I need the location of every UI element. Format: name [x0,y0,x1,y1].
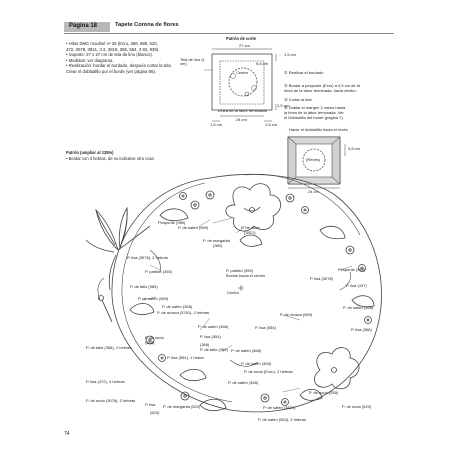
step-4: ④ Doblar el margen 2 veces hasta [284,105,346,110]
pattern-label: P. de nudo [241,225,260,230]
pattern-subtitle: • Bordar con 3 hebras, de no indicarse o… [66,156,154,161]
hem-dim-right: 9,8 cm [348,146,361,151]
step-2b: línea de la labor terminada, hacia dentr… [284,88,357,93]
fabric-outline [211,53,273,111]
pattern-label: P. partido (355) [226,268,254,273]
pattern-label: (368) [200,342,210,347]
page-number: 74 [64,431,70,437]
materials-item: • Realización: bordar el bordado, despué… [66,63,172,69]
pattern-label: P. lisa (554) [255,325,276,330]
pattern-label: P. de satén (3821) [263,405,296,410]
pattern-label: P. lisa (554) [200,334,221,339]
step-3: ③ Cortar la tela. [284,97,313,102]
label-fabric: Tela de lino (1 ver) [180,57,205,67]
page-label-tab: Página 18 [64,22,110,32]
pattern-label: P. de satén (355) [241,361,272,366]
header-rule [64,33,394,34]
label-finish-line: Línea de la labor terminada [218,108,267,113]
pattern-label: P. de satén (989) [138,296,169,301]
pattern-label: (368) [145,340,155,345]
materials-item: Crear el dobladillo por el borde (ver pá… [66,68,157,74]
hem-dim-bottom: 24 cm [308,189,319,194]
pattern-title: Patrón (ampliar al 125%) [66,150,114,155]
pattern-label: P. de mosca (3761), 2 hebras [157,310,210,315]
pansy-top [225,183,281,232]
dim-bottom-right: 1,5 cm [265,122,278,127]
pattern-label: P. de mosca (989) [280,312,313,317]
pattern-label: Pespunte (989) [158,220,186,225]
dim-top: 27 cm [239,43,250,48]
page-label: Página 18 [69,23,98,29]
wreath-stem [111,174,382,413]
pattern-label: P. de nudo [145,335,164,340]
pattern-label: P. de satén (368) [343,305,374,310]
pattern-label: P. lisa (472), 4 hebras [86,379,125,384]
pattern-label: P. lisa (157) [346,283,367,288]
pattern-label: P. de satén (368) [162,304,193,309]
pattern-label: P. lisa (3078), 2 hebras [127,255,168,260]
pattern-label: P. lisa (554), 1 hebra [167,355,204,360]
pattern-label: P. de satén (368) [198,324,229,329]
hem-center-label: (Revés) [306,157,321,162]
pattern-label: P. lisa (368) [351,327,372,332]
pattern-label: P. de nudo (355) [309,390,339,395]
pattern-label: Pespunte (989) [338,267,366,272]
pattern-label: P. partido (355) [145,269,173,274]
materials-item: • Soporte: 27 x 27 cm de tela de lino (b… [66,52,154,58]
pattern-label: P. lisa (3078) [310,276,334,281]
pattern-label: Bordar hacia el centro [226,273,266,278]
step-2: ② Bordar a pespunte (Ecru) a 0,5 cm de l… [284,83,360,88]
step-4c: el Dobladillo del borde (página 7). [284,115,344,120]
pattern-label: P. lisa [145,402,156,407]
pattern-label: (989) [213,243,223,248]
label-center: Centro [236,70,249,75]
dim-inner: 9,8 cm [256,61,269,66]
dim-side-bottom: 1,5 cm [277,103,290,108]
pattern-label: P. de satén (554), 2 hebras [258,417,306,422]
step-1: ① Realizar el bordado [284,70,324,75]
materials-list: • Hilos DMC mouliné nº 25 (Ecru, 368, 98… [66,41,172,76]
hem-diagram-title: Hacer el dobladillo hacia el revés [289,127,348,132]
pansy-right [314,347,360,390]
lily-left [85,206,151,291]
materials-item: • Hilos DMC mouliné nº 25 (Ecru, 368, 98… [66,41,158,46]
pattern-label: P. de tallo (368), 2 hebras [86,345,132,350]
pattern-label: P. de tallo (989) [200,347,228,352]
pattern-label: (3821) [244,230,256,235]
page-title: Tapete Corona de flores [115,22,179,28]
finish-line [219,60,265,105]
small-flowers [145,190,372,406]
pattern-label: Centro [227,290,240,295]
materials-item: 472, 3078, 3821, 3 2, 3819, 355, 554, 3 … [66,46,160,52]
dim-bottom: 24 cm [236,117,247,122]
dim-bottom-left: 1,5 cm [210,122,223,127]
pattern-label: P. de satén (368) [228,380,259,385]
pattern-label: P. de nudo (520) [342,404,372,409]
pattern-label: P. de nudo (3078), 2 hebras [86,398,136,403]
cut-diagram-title: Patrón de corte [226,36,257,41]
pattern-label: P. de nudo (Ecru), 2 hebras [244,369,293,374]
pattern-label: (520) [150,410,160,415]
pattern-label: P. de margarita [203,238,230,243]
leaves [129,208,375,412]
pattern-label: P. de satén (989) [178,225,209,230]
materials-item: • Medidas: ver diagrama. [66,57,114,63]
pattern-label: P. de satén (368) [231,348,262,353]
pattern-label: P. de tallo (989) [130,284,158,289]
dim-side-top: 1,5 cm [284,52,297,57]
step-4b: la línea de la labor terminada. Ver [284,110,344,115]
pattern-label: P. de margarita (520) [163,404,201,409]
